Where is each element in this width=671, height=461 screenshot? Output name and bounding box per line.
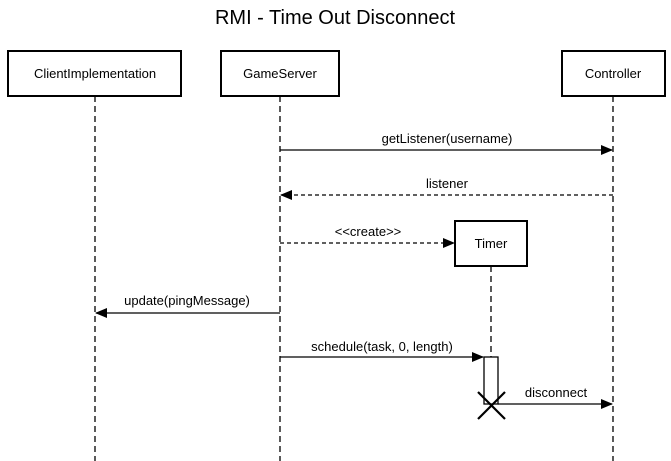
participant-server-label: GameServer [243, 66, 317, 81]
participant-server: GameServer [220, 50, 340, 97]
listener-return-label: listener [426, 176, 469, 191]
participant-timer-label: Timer [475, 236, 508, 251]
get-listener-label: getListener(username) [382, 131, 513, 146]
diagram-title: RMI - Time Out Disconnect [215, 7, 456, 29]
schedule-label: schedule(task, 0, length) [311, 339, 453, 354]
participant-timer: Timer [454, 220, 528, 267]
disconnect-label: disconnect [525, 385, 588, 400]
participant-controller-label: Controller [585, 66, 642, 81]
create-label: <<create>> [335, 224, 402, 239]
timer-destroy-mark [477, 391, 506, 420]
participant-controller: Controller [561, 50, 666, 97]
update-label: update(pingMessage) [124, 293, 250, 308]
participant-client: ClientImplementation [7, 50, 182, 97]
timer-activation-bar [483, 356, 499, 405]
participant-client-label: ClientImplementation [34, 66, 156, 81]
